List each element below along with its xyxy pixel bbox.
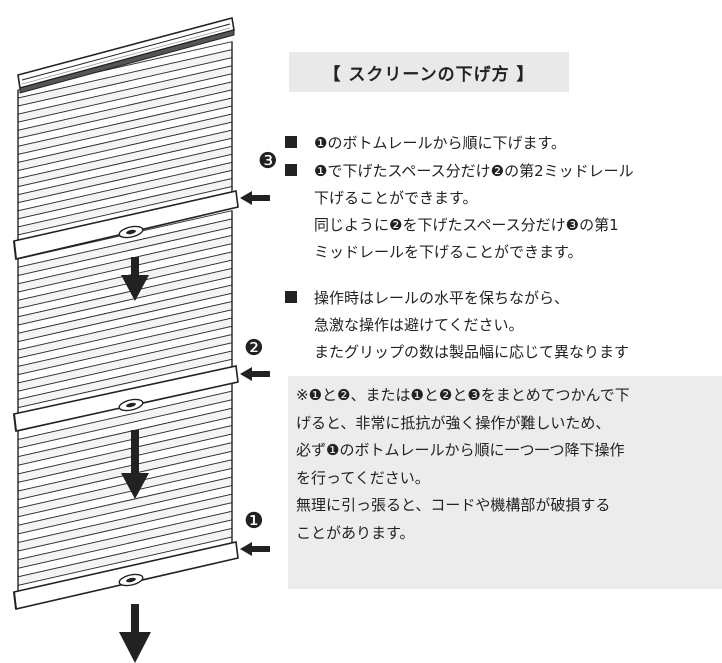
instruction-line: 急激な操作は避けてください。 [314, 316, 524, 334]
caution-note: ※❶と❷、または❶と❷と❸をまとめてつかんで下 げると、非常に抵抗が強く操作が難… [288, 376, 722, 589]
instruction-line: 同じように❷を下げたスペース分だけ❸の第1 [314, 216, 619, 234]
note-line: ※❶と❷、または❶と❷と❸をまとめてつかんで下 [296, 386, 630, 404]
note-line: を行ってください。 [296, 468, 430, 487]
left-arrow-icon [240, 542, 270, 556]
square-bullet-icon [285, 164, 297, 176]
instruction-line: 操作時はレールの水平を保ちながら、 [314, 289, 570, 307]
instruction-line: 下げることができます。 [314, 189, 478, 207]
rail-marker-1: ❶ [244, 509, 264, 534]
section-title: 【 スクリーンの下げ方 】 [289, 52, 569, 92]
square-bullet-icon [285, 136, 297, 148]
instruction-item-1: ❶のボトムレールから順に下げます。 [280, 130, 720, 157]
note-line: ことがあります。 [296, 523, 415, 542]
instruction-item-3: 操作時はレールの水平を保ちながら、 急激な操作は避けてください。 またグリップの… [280, 285, 720, 366]
pleats-top-section [17, 41, 233, 244]
square-bullet-icon [285, 291, 297, 303]
rail-marker-2: ❷ [244, 336, 264, 361]
left-arrow-icon [240, 191, 270, 205]
note-line: 無理に引っ張ると、コードや機構部が破損する [296, 496, 611, 514]
instruction-line: ❶で下げたスペース分だけ❷の第2ミッドレール [314, 162, 634, 180]
instruction-line: ❶のボトムレールから順に下げます。 [314, 134, 566, 152]
head-rail [17, 17, 235, 94]
instruction-line: ミッドレールを下げることができます。 [314, 243, 583, 261]
bottom-rail [13, 541, 239, 610]
pleated-screen-diagram: ❸ ❷ ❶ [13, 17, 278, 663]
instruction-line: またグリップの数は製品幅に応じて異なります [314, 343, 630, 361]
second-mid-rail [13, 365, 239, 432]
instruction-item-2: ❶で下げたスペース分だけ❷の第2ミッドレール 下げることができます。 同じように… [280, 158, 720, 266]
down-arrow-icon [121, 430, 149, 499]
down-arrow-icon [121, 257, 149, 301]
note-line: 必ず❶のボトムレールから順に一つ一つ降下操作 [296, 441, 625, 459]
pleats-lower-section [17, 382, 233, 595]
first-mid-rail [13, 190, 239, 260]
rail-marker-3: ❸ [258, 149, 278, 174]
section-title-text: 【 スクリーンの下げ方 】 [323, 64, 535, 85]
down-arrow-icon [119, 604, 151, 663]
left-arrow-icon [240, 367, 270, 381]
note-line: げると、非常に抵抗が強く操作が難しいため、 [296, 413, 611, 432]
